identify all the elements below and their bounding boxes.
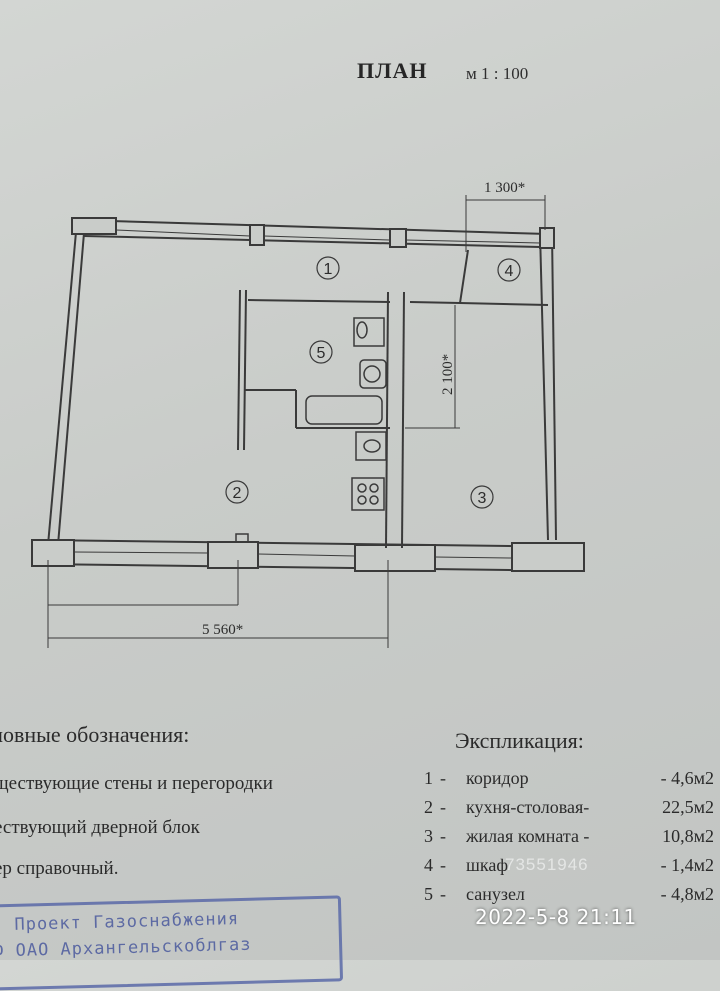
explication-title: Экспликация: [455, 728, 584, 753]
dimension-bottom: 5 560* [202, 622, 243, 638]
explication-name: санузел [466, 884, 525, 904]
stamp-line-1: Проект Газоснабжения [14, 909, 240, 935]
explication-dash: - [440, 826, 446, 846]
room-number-3: 3 [478, 490, 487, 507]
plan-title: ПЛАН [357, 58, 428, 83]
stamp-line-2: Ф ОАО Архангельскоблгаз [0, 934, 252, 962]
windows [73, 229, 541, 559]
outer-walls [35, 219, 586, 572]
room-number-4: 4 [505, 263, 514, 280]
explication-dash: - [440, 797, 446, 817]
explication-area: 10,8м2 [662, 826, 714, 846]
fixtures [235, 317, 387, 543]
room-number-2: 2 [233, 485, 242, 502]
room-marker-1 [316, 256, 340, 280]
explication-number: 3 [424, 826, 433, 846]
explication-area: - 1,4м2 [660, 855, 714, 875]
explication-name: коридор [466, 768, 529, 788]
legend-item-walls: ществующие стены и перегородки [0, 773, 273, 794]
explication-row: 3 - жилая комната - 10,8м2 [0, 826, 720, 850]
room-marker-3 [470, 485, 494, 509]
explication-row: 4 - шкаф - 1,4м2 [0, 855, 720, 879]
explication-dash: - [440, 855, 446, 875]
dimension-top: 1 300* [484, 180, 525, 196]
floor-plan-drawing: 1 2 3 4 5 1 300* 2 100* 5 560* [31, 180, 586, 648]
legend-title: ловные обозначения: [0, 722, 190, 747]
explication-dash: - [440, 884, 446, 904]
plan-scale: м 1 : 100 [466, 64, 529, 83]
room-number-5: 5 [317, 345, 326, 362]
explication-row: 1 - коридор - 4,6м2 [0, 768, 720, 792]
photo-timestamp: 2022-5-8 21:11 [475, 905, 637, 929]
legend-item-reference: ер справочный. [0, 858, 119, 879]
explication-number: 2 [424, 797, 433, 817]
explication-name: жилая комната - [466, 826, 590, 846]
explication-dash: - [440, 768, 446, 788]
explication-row: 5 - санузел - 4,8м2 [0, 884, 720, 908]
explication-number: 5 [424, 884, 433, 904]
watermark: 73551946 [505, 855, 589, 874]
explication-number: 1 [424, 768, 433, 788]
legend-item-door: ествующий дверной блок [0, 817, 200, 838]
room-marker-2 [225, 480, 249, 504]
explication-area: - 4,6м2 [660, 768, 714, 788]
explication-area: - 4,8м2 [660, 884, 714, 904]
stamp: Проект Газоснабжения Ф ОАО Архангельскоб… [0, 895, 344, 991]
explication-number: 4 [424, 855, 433, 875]
wall-blocks [31, 217, 585, 572]
explication-name: шкаф [466, 855, 508, 875]
explication-row: 2 - кухня-столовая- 22,5м2 [0, 797, 720, 821]
room-number-1: 1 [324, 261, 333, 278]
room-marker-4 [497, 258, 521, 282]
dimension-side: 2 100* [440, 354, 456, 395]
partitions [237, 249, 549, 549]
explication-area: 22,5м2 [662, 797, 714, 817]
dimension-lines [47, 195, 546, 648]
room-marker-5 [309, 340, 333, 364]
explication-name: кухня-столовая- [466, 797, 590, 817]
